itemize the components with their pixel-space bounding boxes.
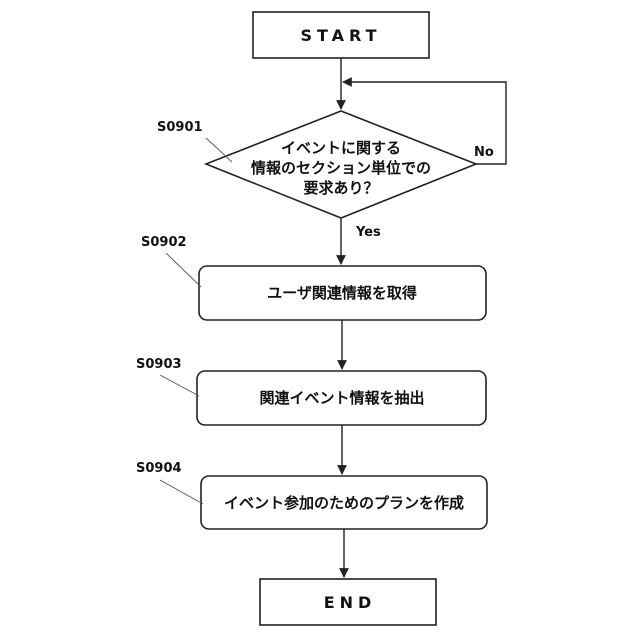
decision-line-1: イベントに関する: [281, 139, 401, 157]
leader-1: [166, 253, 201, 287]
process-label-2: 関連イベント情報を抽出: [259, 389, 424, 407]
decision-node: イベントに関する 情報のセクション単位での 要求あり？: [206, 111, 476, 218]
decision-line-2: 情報のセクション単位での: [251, 159, 431, 177]
start-node: START: [253, 12, 429, 58]
process-label-3: イベント参加のためのプランを作成: [224, 494, 464, 512]
leader-2: [160, 375, 199, 396]
step-id-2: S0903: [136, 357, 182, 372]
step-id-1: S0902: [141, 235, 187, 250]
step-id-3: S0904: [136, 461, 182, 476]
process-node-3: イベント参加のためのプランを作成: [201, 476, 487, 529]
process-node-1: ユーザ関連情報を取得: [199, 266, 486, 320]
decision-line-3: 要求あり？: [303, 179, 378, 197]
process-label-1: ユーザ関連情報を取得: [267, 284, 417, 302]
yes-label: Yes: [355, 225, 381, 240]
start-label: START: [300, 26, 381, 45]
process-node-2: 関連イベント情報を抽出: [197, 371, 486, 425]
leader-3: [160, 480, 203, 504]
step-id-decision: S0901: [157, 120, 203, 135]
no-label: No: [474, 145, 494, 160]
end-label: END: [324, 593, 377, 612]
end-node: END: [260, 579, 436, 625]
